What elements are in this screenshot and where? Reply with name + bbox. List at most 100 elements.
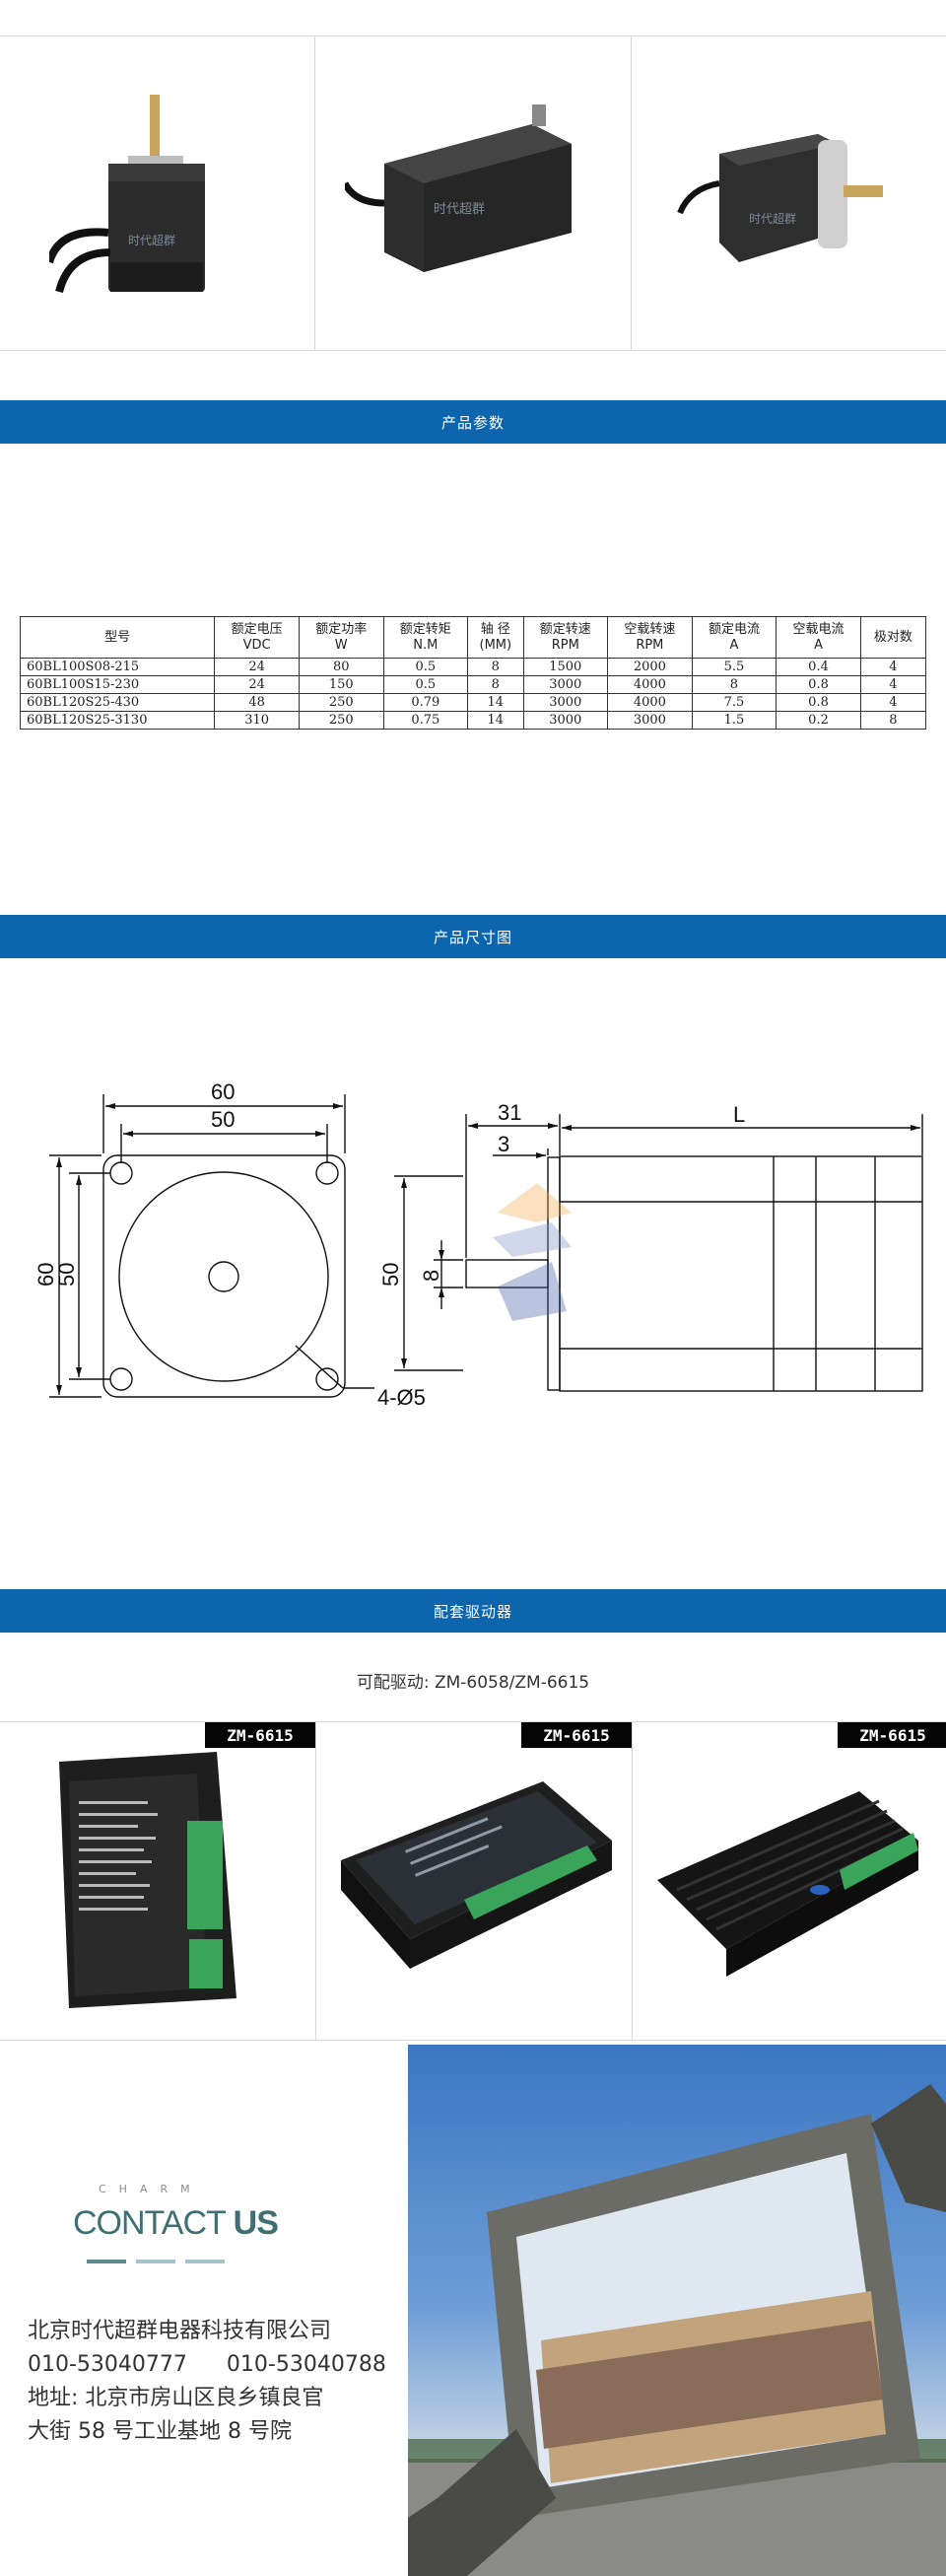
table-cell: 0.79 — [382, 693, 469, 712]
product-photo-1: 时代超群 — [0, 36, 314, 350]
driver-top-photo-icon — [341, 1781, 612, 1969]
dim-side-length: L — [733, 1102, 745, 1127]
table-cell: 24 — [214, 675, 300, 694]
driver-model-tag: ZM-6615 — [838, 1722, 946, 1748]
motor-side-photo-icon: 时代超群 — [344, 104, 572, 272]
driver-caption: 可配驱动: ZM-6058/ZM-6615 — [356, 1673, 590, 1693]
table-cell: 8 — [859, 711, 927, 730]
dim-front-height-outer: 60 — [34, 1263, 58, 1287]
contact-charm: CHARM — [99, 2183, 203, 2195]
driver-front-photo-icon — [59, 1752, 236, 2008]
table-cell: 0.2 — [776, 711, 861, 730]
table-cell: 150 — [298, 675, 384, 694]
table-cell: 8 — [691, 675, 777, 694]
table-cell: 1.5 — [691, 711, 777, 730]
section-title: 产品参数 — [440, 413, 505, 432]
table-cell: 4000 — [607, 675, 693, 694]
driver-model-tag: ZM-6615 — [521, 1722, 632, 1748]
address-line-2: 大街 58 号工业基地 8 号院 — [28, 2419, 292, 2444]
table-cell: 4 — [859, 675, 927, 694]
table-cell: 8 — [467, 658, 524, 676]
section-bar-dimensions: 产品尺寸图 — [0, 915, 946, 958]
table-cell: 24 — [214, 658, 300, 676]
watermark: 时代超群 — [434, 202, 485, 217]
table-header: 轴 径(MM) — [467, 616, 524, 659]
table-cell: 4000 — [607, 693, 693, 712]
table-row: 60BL120S25-3130 310 250 0.75 14 3000 300… — [19, 711, 927, 730]
table-cell: 3000 — [522, 711, 609, 730]
contact-title: CONTACT US — [73, 2204, 279, 2243]
dim-front-height-inner: 50 — [54, 1263, 79, 1287]
picture-frame-photo-icon — [408, 2084, 946, 2576]
section-title: 产品尺寸图 — [433, 928, 512, 946]
table-cell: 60BL120S25-430 — [19, 693, 216, 712]
phone-line: 010-53040777 010-53040788 — [28, 2348, 386, 2382]
table-cell: 0.75 — [382, 711, 469, 730]
watermark: 时代超群 — [128, 233, 175, 247]
section-title: 配套驱动器 — [433, 1602, 512, 1621]
phone-1: 010-53040777 — [28, 2352, 187, 2377]
title-underline — [87, 2260, 225, 2263]
table-row: 60BL100S15-230 24 150 0.5 8 3000 4000 8 … — [19, 675, 927, 694]
driver-photo-1: ZM-6615 — [0, 1722, 315, 2040]
table-cell: 0.4 — [776, 658, 861, 676]
table-cell: 0.5 — [382, 658, 469, 676]
driver-heatsink-photo-icon — [657, 1791, 918, 1977]
table-cell: 2000 — [607, 658, 693, 676]
driver-model-tag: ZM-6615 — [205, 1722, 315, 1748]
table-cell: 4 — [859, 693, 927, 712]
table-cell: 48 — [214, 693, 300, 712]
contact-title-bold: US — [233, 2204, 279, 2242]
table-cell: 0.5 — [382, 675, 469, 694]
table-cell: 8 — [467, 675, 524, 694]
table-cell: 60BL100S15-230 — [19, 675, 216, 694]
driver-photo-3: ZM-6615 — [632, 1722, 946, 2040]
section-bar-params: 产品参数 — [0, 400, 946, 444]
motor-vertical-photo-icon: 时代超群 — [48, 95, 205, 294]
table-cell: 250 — [298, 711, 384, 730]
table-cell: 7.5 — [691, 693, 777, 712]
contact-section: CHARM CONTACT US 北京时代超群电器科技有限公司 010-5304… — [0, 2045, 946, 2576]
dim-front-width-inner: 50 — [211, 1107, 235, 1132]
table-cell: 310 — [214, 711, 300, 730]
table-cell: 0.8 — [776, 675, 861, 694]
motor-shaft-photo-icon: 时代超群 — [677, 134, 884, 262]
dim-step: 3 — [498, 1132, 509, 1156]
driver-photo-2: ZM-6615 — [315, 1722, 632, 2040]
table-cell: 5.5 — [691, 658, 777, 676]
product-photo-2: 时代超群 — [314, 36, 630, 350]
dim-side-flange: 50 — [378, 1263, 403, 1287]
dimension-drawing: 60 50 60 50 4-Ø5 31 3 L 50 8 — [34, 1079, 923, 1410]
contact-photo — [408, 2045, 946, 2576]
contact-title-light: CONTACT — [73, 2204, 234, 2242]
dim-hole-label: 4-Ø5 — [377, 1385, 426, 1410]
watermark: 时代超群 — [749, 211, 796, 226]
table-cell: 0.8 — [776, 693, 861, 712]
company-name: 北京时代超群电器科技有限公司 — [28, 2319, 332, 2343]
product-photo-row: 时代超群 时代超群 时代超群 — [0, 35, 946, 351]
table-cell: 250 — [298, 693, 384, 712]
address-line-1: 地址: 北京市房山区良乡镇良官 — [28, 2386, 324, 2410]
dim-shaft-dia: 8 — [419, 1270, 443, 1282]
product-photo-3: 时代超群 — [630, 36, 946, 350]
table-header: 型号 — [19, 616, 216, 659]
contact-info: CHARM CONTACT US 北京时代超群电器科技有限公司 010-5304… — [0, 2045, 408, 2576]
table-cell: 4 — [859, 658, 927, 676]
phone-2: 010-53040788 — [226, 2352, 386, 2377]
watermark-logo-icon — [493, 1183, 572, 1321]
dim-shaft-length: 31 — [498, 1100, 521, 1125]
section-bar-drivers: 配套驱动器 — [0, 1589, 946, 1633]
table-cell: 3000 — [607, 711, 693, 730]
table-cell: 80 — [298, 658, 384, 676]
table-cell: 60BL120S25-3130 — [19, 711, 216, 730]
table-cell: 3000 — [522, 693, 609, 712]
